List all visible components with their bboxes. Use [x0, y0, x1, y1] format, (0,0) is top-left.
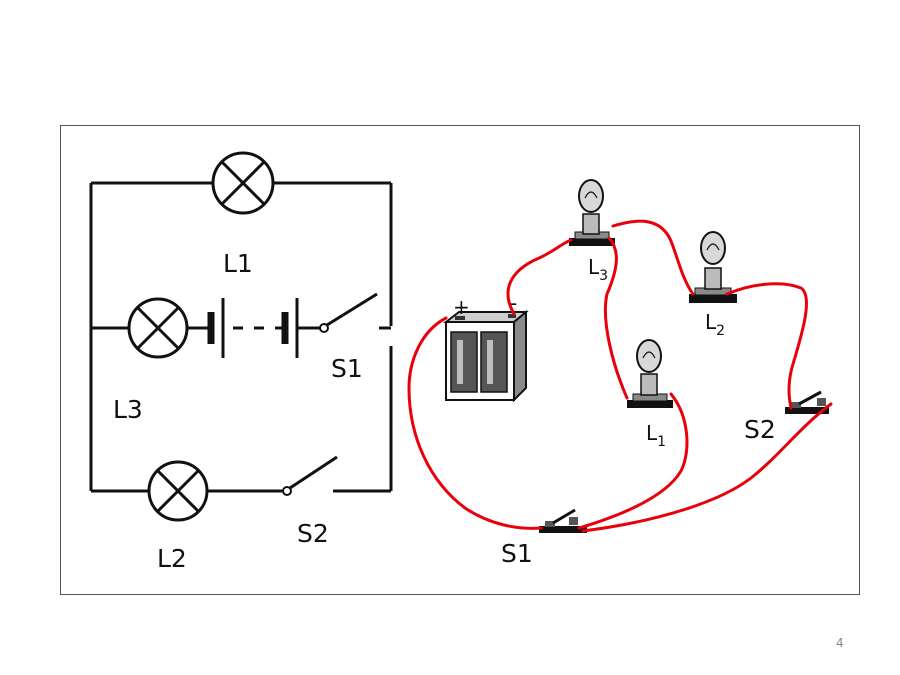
label-l3: L3: [113, 395, 143, 424]
lamp-l1-symbol: [211, 151, 275, 215]
switch-s1-symbol: [319, 292, 378, 333]
switch-s1: [539, 508, 587, 533]
battery-symbol: [207, 298, 299, 358]
label-bulb-l2: L2: [705, 310, 725, 339]
battery-plus-label: +: [453, 295, 470, 319]
bulb-l2: [689, 231, 737, 303]
switch-s2: [785, 390, 829, 414]
label-l2: L2: [157, 544, 187, 573]
label-bulb-l1: L1: [646, 421, 666, 450]
pictorial-circuit: + - L3 L2: [407, 179, 833, 568]
wire-l3-to-l1: [603, 236, 629, 400]
bulb-l1: [627, 339, 673, 408]
wire-l3-to-l2: [611, 219, 695, 296]
lamp-l2-symbol: [147, 460, 209, 522]
page-number: 4: [836, 636, 844, 650]
label-switch-s2: S2: [744, 415, 776, 444]
circuit-schematic: [89, 151, 393, 522]
label-switch-s1: S1: [501, 539, 533, 568]
switch-s2-symbol: [282, 455, 338, 496]
label-l1: L1: [223, 249, 253, 278]
circuit-figure: L1 L3 S1 L2 S2 + - L3: [60, 125, 860, 595]
bulb-l3: [569, 179, 615, 246]
wire-battery-to-s1: [407, 316, 543, 530]
label-s2: S2: [297, 519, 329, 548]
label-s1: S1: [331, 354, 363, 383]
lamp-l3-symbol: [127, 297, 189, 359]
wire-s2-to-s1: [581, 402, 833, 533]
wire-l1-to-s1: [577, 392, 689, 530]
wire-l2-to-s2: [725, 282, 808, 410]
battery-minus-label: -: [510, 291, 517, 315]
wire-battery-to-l3: [506, 238, 573, 316]
red-wires: [407, 219, 833, 533]
label-bulb-l3: L3: [588, 255, 608, 284]
battery-pack: + -: [443, 291, 529, 403]
